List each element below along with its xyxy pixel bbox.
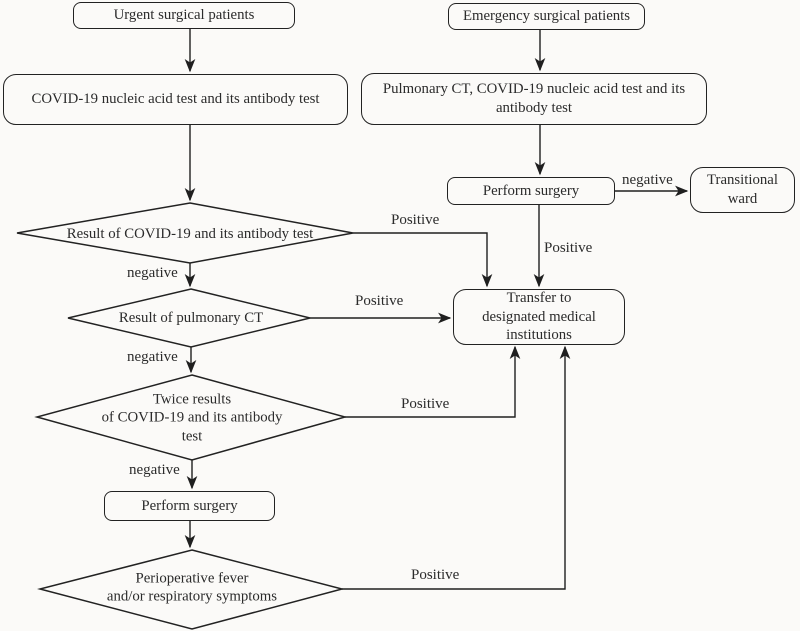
node-urgent-surgical-patients: Urgent surgical patients (73, 2, 295, 29)
edge-twice-decision-positive-to-transfer (345, 345, 521, 418)
label-twice-results-negative: negative (129, 462, 180, 478)
label-surgery-positive: Positive (544, 240, 593, 256)
edge-covid-decision-positive-to-transfer (353, 232, 493, 288)
node-pulmonary-ct-covid-test: Pulmonary CT, COVID-19 nucleic acid test… (361, 73, 707, 125)
decision-twice-results-diamond (34, 374, 348, 461)
label-perioperative-positive: Positive (411, 567, 460, 583)
edge-perioperative-positive-to-transfer (342, 345, 571, 590)
node-perform-surgery-emergency: Perform surgery (447, 177, 615, 205)
node-transfer-designated-institutions: Transfer to designated medical instituti… (453, 289, 625, 345)
decision-perioperative-diamond (37, 549, 345, 630)
label-pulmonary-ct-negative: negative (127, 349, 178, 365)
node-transitional-ward: Transitional ward (690, 167, 795, 213)
label-surgery-negative: negative (622, 172, 673, 188)
label-covid-result-negative: negative (127, 265, 178, 281)
label-pulmonary-ct-positive: Positive (355, 293, 404, 309)
decision-covid-result-diamond (16, 202, 354, 264)
node-emergency-surgical-patients: Emergency surgical patients (448, 3, 645, 30)
node-covid-nucleic-acid-test: COVID-19 nucleic acid test and its antib… (3, 74, 348, 125)
node-perform-surgery-urgent: Perform surgery (104, 491, 275, 521)
decision-pulmonary-ct-diamond (67, 288, 311, 348)
label-twice-results-positive: Positive (401, 396, 450, 412)
label-covid-result-positive: Positive (391, 212, 440, 228)
